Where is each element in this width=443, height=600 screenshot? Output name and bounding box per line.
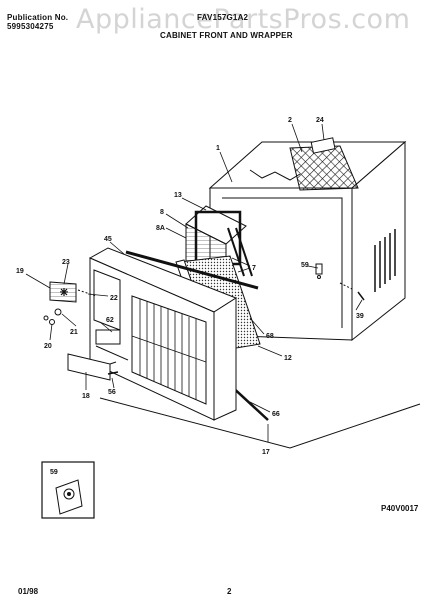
- publication-number: 5995304275: [7, 22, 54, 31]
- watermark: AppliancePartsPros.com: [76, 4, 411, 35]
- publication-label: Publication No.: [7, 13, 69, 22]
- front-grille: [88, 247, 238, 421]
- callout-8a: 8A: [156, 225, 165, 232]
- callout-12: 12: [284, 355, 292, 362]
- callout-2: 2: [288, 117, 292, 124]
- label-pad: [310, 137, 336, 154]
- control-parts: [43, 281, 97, 325]
- inset-detail: [41, 461, 95, 519]
- callout-66: 66: [272, 411, 280, 418]
- callout-labels: 1 2 24 13 8 8A 45 7 59 19 23 22 62 21 20…: [16, 117, 364, 476]
- front-screw: [107, 371, 119, 375]
- callout-18: 18: [82, 393, 90, 400]
- callout-22: 22: [110, 295, 118, 302]
- fan-blades: [60, 288, 68, 296]
- footer-date: 01/98: [18, 587, 39, 596]
- side-bracket: [315, 263, 323, 279]
- callout-20: 20: [44, 343, 52, 350]
- section-title: CABINET FRONT AND WRAPPER: [160, 31, 293, 40]
- callout-24: 24: [316, 117, 324, 124]
- callout-59-inset: 59: [50, 469, 58, 476]
- page-number: 2: [227, 587, 232, 596]
- seal-strip: [125, 250, 259, 290]
- callout-68: 68: [266, 333, 274, 340]
- callout-56: 56: [108, 389, 116, 396]
- base-outline: [99, 397, 421, 449]
- side-louvers: [374, 229, 396, 292]
- drawing-code: P40V0017: [381, 504, 419, 513]
- leader-lines: [25, 123, 363, 442]
- callout-59-right: 59: [301, 262, 309, 269]
- callout-8: 8: [160, 209, 164, 216]
- callout-17: 17: [262, 449, 270, 456]
- grille-louvers: [131, 299, 207, 400]
- callout-39: 39: [356, 313, 364, 320]
- callout-13: 13: [174, 192, 182, 199]
- publication-block: Publication No. 5995304275: [7, 13, 68, 31]
- callout-21: 21: [70, 329, 78, 336]
- callout-7: 7: [252, 265, 256, 272]
- callout-19-left: 19: [16, 268, 24, 275]
- screw: [357, 291, 365, 301]
- control-cover: [67, 353, 117, 381]
- callout-62: 62: [106, 317, 114, 324]
- callout-23: 23: [62, 259, 70, 266]
- callout-45: 45: [104, 236, 112, 243]
- callout-1: 1: [216, 145, 220, 152]
- model-number: FAV157G1A2: [197, 13, 249, 22]
